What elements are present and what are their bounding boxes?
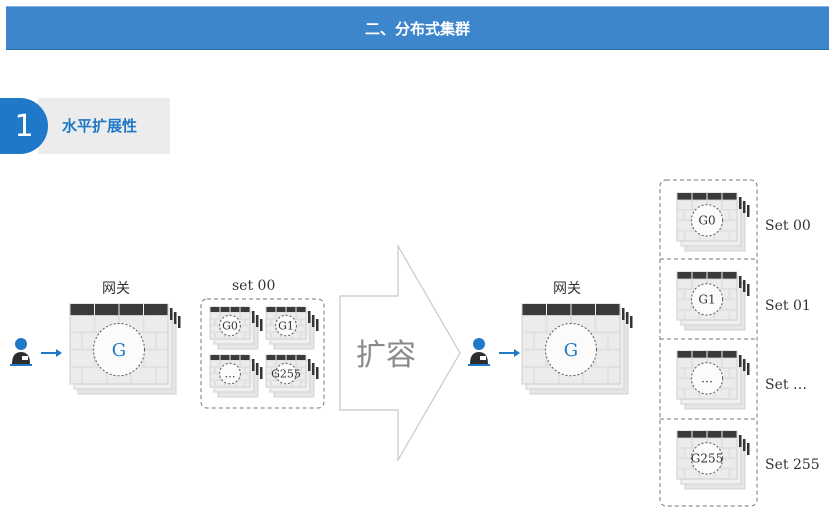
set-node-after-0: G0	[676, 192, 750, 252]
section-heading: 1 水平扩展性	[0, 98, 170, 154]
section-title: 水平扩展性	[62, 117, 138, 135]
section-banner: 二、分布式集群	[6, 6, 829, 50]
section-heading-background	[38, 98, 170, 154]
set-label-after-3: Set 255	[765, 457, 820, 473]
section-number-badge: 1	[0, 98, 48, 154]
gateway-label-before: 网关	[102, 281, 130, 297]
set-node-after-3: G255	[676, 430, 750, 490]
set-node-before-3: G255	[265, 354, 319, 398]
set-node-after-1-label: G1	[698, 293, 715, 307]
set-node-before-0: G0	[209, 306, 263, 350]
set-node-after-2-label: …	[701, 372, 713, 386]
set-label-before: set 00	[232, 278, 276, 294]
request-arrow-after	[499, 349, 520, 357]
request-arrow-before	[41, 349, 62, 357]
set-container-before	[200, 298, 325, 409]
set-node-after-0-label: G0	[698, 214, 715, 228]
set-node-after-1: G1	[676, 271, 750, 331]
set-node-before-1-label: G1	[278, 319, 294, 332]
set-node-after-2: …	[676, 350, 750, 410]
set-node-before-2: …	[209, 354, 263, 398]
set-label-after-0: Set 00	[765, 218, 811, 234]
user-icon-before	[10, 338, 32, 366]
set-column-after	[659, 179, 758, 507]
set-label-after-1: Set 01	[765, 298, 811, 314]
set-node-before-0-label: G0	[222, 319, 238, 332]
expand-arrow-label: 扩容	[356, 338, 416, 373]
expand-arrow: 扩容	[339, 243, 461, 463]
set-label-after-2: Set …	[765, 377, 807, 393]
gateway-node-after-label: G	[564, 340, 578, 361]
banner-title: 二、分布式集群	[364, 19, 470, 38]
gateway-node-before-label: G	[112, 340, 126, 361]
set-node-after-3-label: G255	[691, 452, 724, 466]
gateway-node-after: G	[521, 303, 633, 395]
set-node-before-1: G1	[265, 306, 319, 350]
gateway-label-after: 网关	[553, 281, 581, 297]
set-node-before-2-label: …	[225, 367, 236, 380]
gateway-node-before: G	[69, 303, 181, 395]
set-node-before-3-label: G255	[271, 367, 301, 380]
user-icon-after	[468, 338, 490, 366]
